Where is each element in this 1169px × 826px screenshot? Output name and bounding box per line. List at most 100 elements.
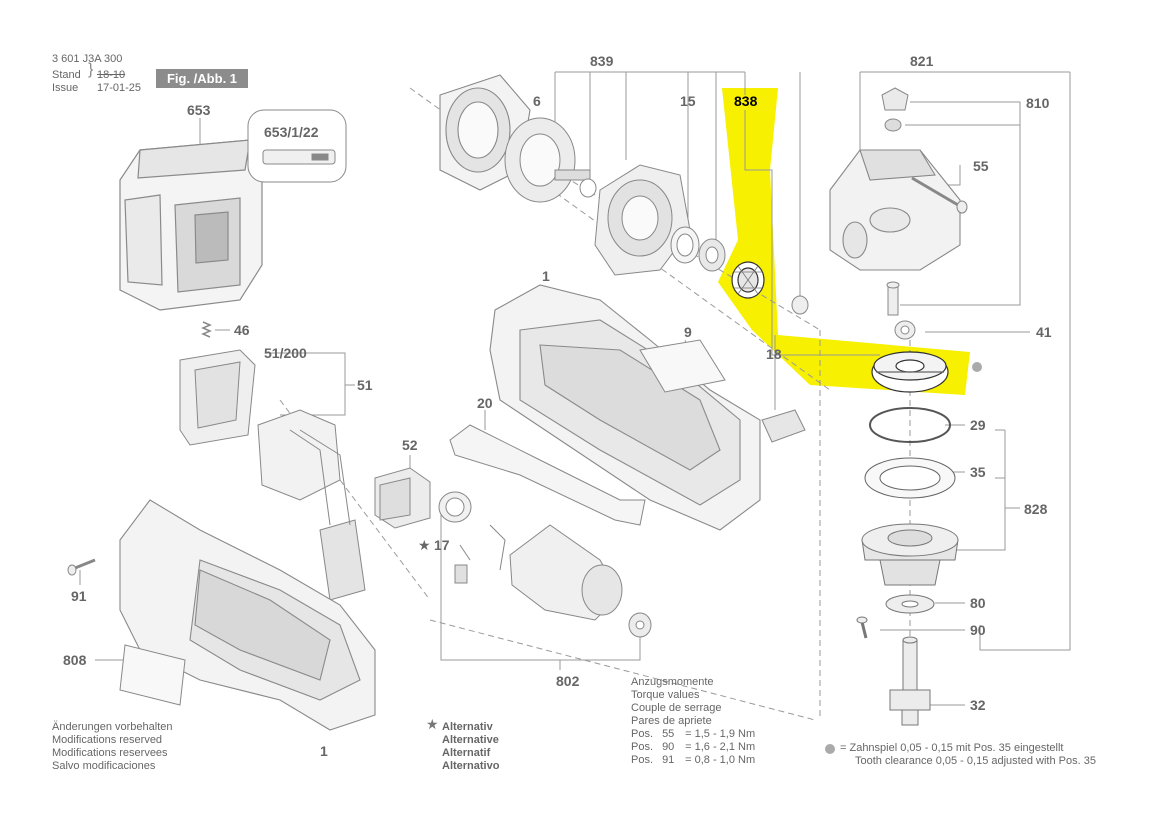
part-label-15: 15 (680, 93, 696, 109)
part-label-17-star: ★ (418, 537, 431, 553)
housing-half-1-top (489, 284, 761, 531)
part-label-51: 51 (357, 377, 373, 393)
o-ring-29 (869, 407, 951, 443)
leader-810 (900, 101, 1021, 306)
clearance-bullet-ref (972, 362, 982, 372)
torque-value: = 1,6 - 2,1 Nm (685, 741, 756, 753)
part-label-20: 20 (477, 395, 493, 411)
gear-housing-821 (829, 149, 961, 271)
alternative-star-icon: ★ (426, 716, 439, 732)
gear-802 (628, 612, 652, 638)
part-label-46: 46 (234, 322, 250, 338)
part-label-1-bottom: 1 (320, 743, 328, 759)
modifications-line: Änderungen vorbehalten (52, 721, 173, 733)
sleeve-17 (438, 491, 472, 523)
alternative-line: Alternativ (442, 721, 493, 733)
pinion-838 (731, 261, 765, 299)
part-label-838: 838 (734, 93, 758, 109)
part-label-802: 802 (556, 673, 580, 689)
part-label-90: 90 (970, 622, 986, 638)
part-label-653-1-22: 653/1/22 (264, 124, 319, 140)
modifications-line: Modifications reserved (52, 734, 163, 746)
crown-gear-838 (871, 351, 949, 393)
part-label-80: 80 (970, 595, 986, 611)
part-label-41: 41 (1036, 324, 1052, 340)
electronics-51 (257, 409, 366, 601)
part-label-821: 821 (910, 53, 934, 69)
motor-802 (454, 524, 623, 621)
modifications-note: Änderungen vorbehalten Modifications res… (52, 721, 172, 773)
part-label-29: 29 (970, 417, 986, 433)
label-653-1-22 (247, 109, 347, 183)
alternative-line: Alternatif (442, 747, 491, 759)
alternative-note: Alternativ Alternative Alternatif Altern… (442, 721, 499, 773)
gasket-35 (864, 457, 956, 499)
part-label-18: 18 (766, 346, 782, 362)
part-label-810: 810 (1026, 95, 1050, 111)
switch-52 (374, 467, 431, 529)
torque-value: = 1,5 - 1,9 Nm (685, 728, 756, 740)
issue-label: Issue (52, 82, 79, 94)
part-label-828: 828 (1024, 501, 1048, 517)
slide-switch-18 (761, 409, 806, 443)
part-label-32: 32 (970, 697, 986, 713)
part-label-653: 653 (187, 102, 211, 118)
torque-title-line: Pares de apriete (631, 715, 712, 727)
leader-838 (744, 110, 880, 356)
torque-title-line: Anzugsmomente (631, 676, 714, 688)
alternative-line: Alternativo (442, 760, 500, 772)
torque-pos: Pos. (631, 754, 654, 766)
rail-20 (449, 424, 646, 526)
clearance-line: Tooth clearance 0,05 - 0,15 adjusted wit… (855, 755, 1096, 767)
spring-46 (201, 321, 212, 338)
torque-pos: Pos. (631, 741, 654, 753)
screw-55 (911, 176, 968, 214)
modifications-line: Modifications reservees (52, 747, 168, 759)
brace-icon: } (88, 61, 94, 78)
label-808 (119, 644, 186, 706)
clearance-bullet-icon (825, 744, 835, 754)
washer-80 (885, 594, 935, 614)
bushing-41 (894, 320, 916, 340)
torque-row: Pos. 91 = 0,8 - 1,0 Nm (631, 754, 755, 767)
fan-839 (504, 117, 597, 203)
ring-15 (670, 226, 726, 272)
bracket-51-200 (179, 349, 256, 446)
torque-row: Pos. 55 = 1,5 - 1,9 Nm (631, 728, 755, 741)
screw-91 (67, 558, 96, 576)
stand-label: Stand (52, 69, 81, 81)
torque-num: 55 (662, 728, 675, 740)
part-label-839: 839 (590, 53, 614, 69)
part-label-55: 55 (973, 158, 989, 174)
part-label-52: 52 (402, 437, 418, 453)
torque-pos: Pos. (631, 728, 654, 740)
cap-810 (881, 87, 909, 132)
torque-title-line: Couple de serrage (631, 702, 722, 714)
spindle-pin-810 (886, 281, 900, 316)
part-label-6: 6 (533, 93, 541, 109)
alternative-line: Alternative (442, 734, 499, 746)
leader-51 (239, 352, 355, 416)
figure-badge: Fig. /Abb. 1 (156, 69, 248, 88)
torque-row: Pos. 90 = 1,6 - 2,1 Nm (631, 741, 755, 754)
spindle-32 (889, 636, 931, 726)
screw-90 (856, 616, 868, 639)
leader-828 (950, 429, 1020, 551)
leader-839 (554, 71, 746, 245)
part-label-51-200: 51/200 (264, 345, 307, 361)
part-label-17: 17 (434, 537, 450, 553)
part-label-808: 808 (63, 652, 87, 668)
bearing-821 (791, 295, 809, 315)
label-9 (639, 339, 726, 393)
flange-828 (861, 523, 959, 586)
torque-num: 91 (662, 754, 675, 766)
torque-num: 90 (662, 741, 675, 753)
clearance-line: = Zahnspiel 0,05 - 0,15 mit Pos. 35 eing… (840, 742, 1064, 754)
part-label-1-top: 1 (542, 268, 550, 284)
doc-number: 3 601 J3A 300 (52, 53, 123, 65)
issue-value: 17-01-25 (97, 82, 142, 94)
part-label-91: 91 (71, 588, 87, 604)
part-label-9: 9 (684, 324, 692, 340)
part-label-35: 35 (970, 464, 986, 480)
